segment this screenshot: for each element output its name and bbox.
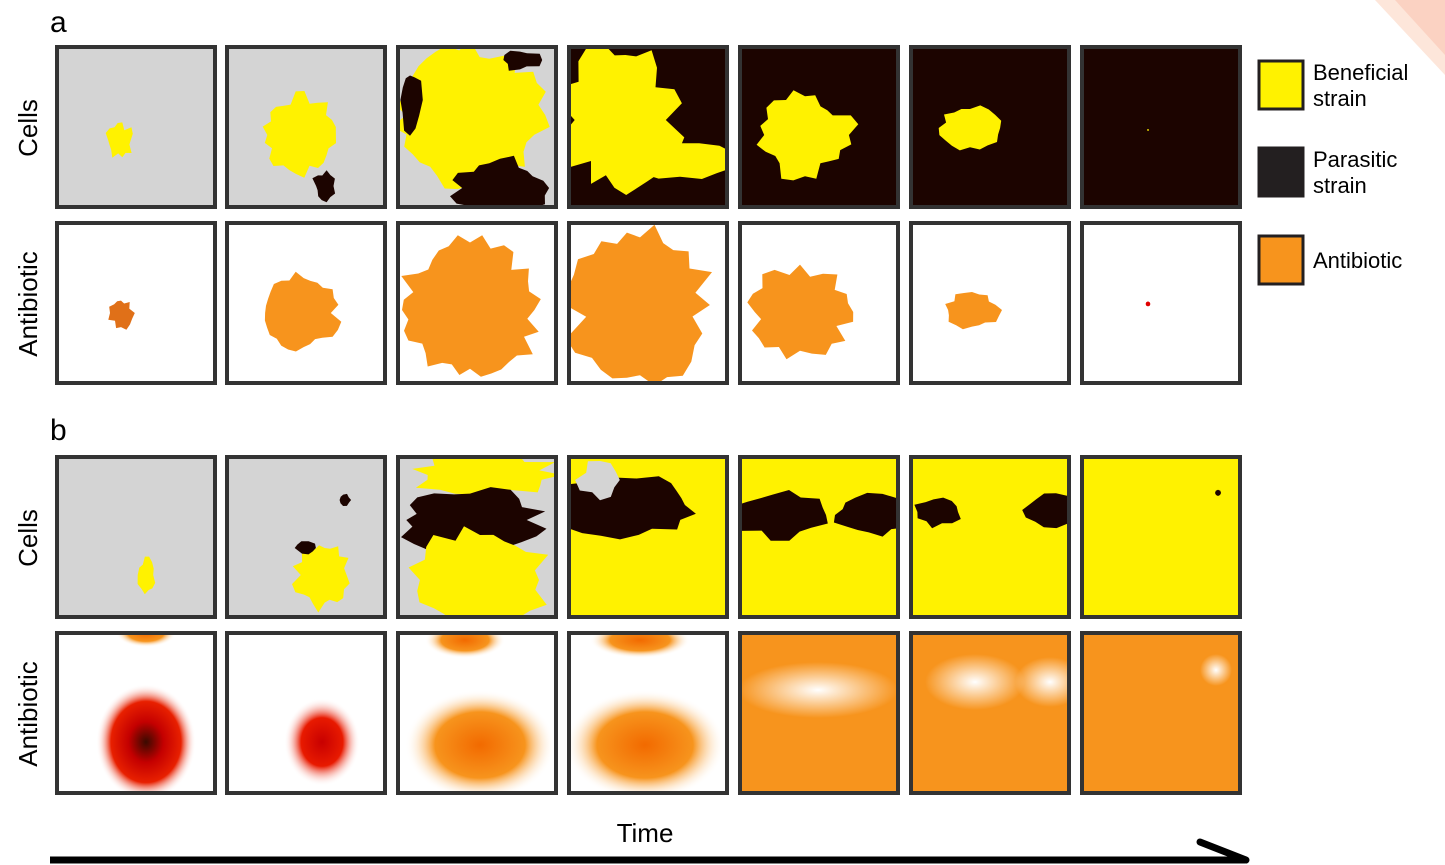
- antibiotic-a-tile-6: [911, 223, 1069, 383]
- tile-frames: [55, 45, 1242, 795]
- tile-frame: [225, 455, 387, 619]
- tile-frame: [909, 455, 1071, 619]
- cells-b-tile-1: [57, 457, 215, 617]
- legend-swatch-beneficial: [1257, 59, 1305, 111]
- tile-frame: [567, 631, 729, 795]
- row-label-antibiotic-b: Antibiotic: [13, 661, 43, 767]
- tile-frame: [567, 45, 729, 209]
- panel-b-antibiotic-row: [57, 633, 1240, 793]
- tile-frame: [909, 45, 1071, 209]
- cells-a-tile-3: [398, 47, 556, 207]
- tile-frame: [738, 455, 900, 619]
- antibiotic-a-tile-2: [227, 223, 385, 383]
- row-label-antibiotic-a: Antibiotic: [13, 251, 43, 357]
- antibiotic-b-tile-4: [569, 633, 727, 793]
- tile-frame: [396, 455, 558, 619]
- antibiotic-a-tile-5: [740, 223, 898, 383]
- cells-b-tile-7: [1082, 457, 1240, 617]
- tile-frame: [1080, 631, 1242, 795]
- legend-swatch-antibiotic: [1257, 234, 1305, 286]
- tile-frame: [738, 45, 900, 209]
- tile-frame: [567, 455, 729, 619]
- cells-a-tile-4: [569, 47, 727, 207]
- legend-parasitic-line2: strain: [1313, 173, 1367, 198]
- antibiotic-a-tile-7: [1082, 223, 1240, 383]
- tile-frame: [55, 631, 217, 795]
- tile-frame: [738, 221, 900, 385]
- tile-frame: [55, 455, 217, 619]
- tile-frame: [55, 45, 217, 209]
- tile-frame: [225, 221, 387, 385]
- antibiotic-a-tile-4: [569, 223, 727, 383]
- tile-frame: [1080, 45, 1242, 209]
- cells-b-tile-2: [227, 457, 385, 617]
- row-label-cells-b: Cells: [13, 509, 43, 567]
- tile-frame: [1080, 455, 1242, 619]
- antibiotic-b-tile-2: [227, 633, 385, 793]
- legend-swatch-parasitic: [1257, 146, 1305, 198]
- legend: Beneficial strain Parasitic strain Antib…: [1257, 59, 1408, 286]
- cells-a-tile-2: [227, 47, 385, 207]
- tile-frame: [225, 631, 387, 795]
- panel-a-cells-row: [57, 47, 1240, 207]
- row-label-cells-a: Cells: [13, 99, 43, 157]
- tile-frame: [225, 45, 387, 209]
- cells-b-tile-6: [911, 457, 1069, 617]
- time-arrow-head: [1196, 838, 1250, 864]
- cells-a-tile-1: [57, 47, 215, 207]
- cells-b-tile-3: [398, 457, 556, 617]
- legend-beneficial-line1: Beneficial: [1313, 60, 1408, 85]
- cells-a-tile-5: [740, 47, 898, 207]
- tile-frame: [55, 221, 217, 385]
- panel-b-cells-row: [57, 457, 1240, 617]
- panel-letter-b: b: [50, 414, 67, 447]
- tile-frame: [909, 631, 1071, 795]
- tile-frame: [909, 221, 1071, 385]
- antibiotic-b-tile-3: [398, 633, 556, 793]
- tile-frame: [567, 221, 729, 385]
- tile-frame: [1080, 221, 1242, 385]
- legend-parasitic-line1: Parasitic: [1313, 147, 1397, 172]
- cells-a-tile-6: [911, 47, 1069, 207]
- antibiotic-b-tile-1: [57, 633, 215, 793]
- panel-a-antibiotic-row: [57, 223, 1240, 383]
- legend-antibiotic-label: Antibiotic: [1313, 248, 1402, 273]
- antibiotic-a-tile-1: [57, 223, 215, 383]
- antibiotic-b-tile-5: [740, 633, 898, 793]
- time-axis-label: Time: [617, 818, 674, 848]
- panel-letter-a: a: [50, 6, 67, 39]
- tile-frame: [738, 631, 900, 795]
- cells-a-tile-7: [1082, 47, 1240, 207]
- tile-frame: [396, 45, 558, 209]
- cells-b-tile-4: [569, 457, 727, 617]
- antibiotic-b-tile-6: [911, 633, 1069, 793]
- antibiotic-b-tile-7: [1082, 633, 1240, 793]
- cells-b-tile-5: [740, 457, 898, 617]
- tile-frame: [396, 631, 558, 795]
- antibiotic-a-tile-3: [398, 223, 556, 383]
- tile-frame: [396, 221, 558, 385]
- legend-beneficial-line2: strain: [1313, 86, 1367, 111]
